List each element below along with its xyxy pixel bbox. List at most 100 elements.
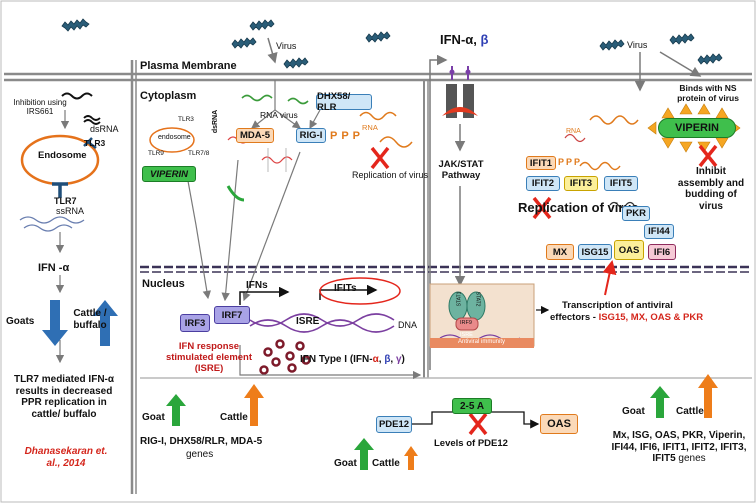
cattle-up-arrow: [698, 374, 718, 418]
goat-label: Goat: [142, 412, 165, 423]
rigi-box: RIG-I: [296, 128, 326, 143]
rna-squiggle: [261, 156, 293, 164]
viral-rna-strand: [379, 136, 413, 148]
replication-block-x: [370, 146, 390, 170]
replication-big-label: Replication of virus: [518, 200, 639, 215]
citation: Dhanasekaran et. al., 2014: [24, 446, 108, 469]
virus-icon: [61, 18, 90, 32]
stat1-label: STAT1: [456, 291, 463, 307]
tlr78-small-label: TLR7/8: [188, 150, 210, 157]
virus-icon: [669, 33, 695, 45]
ifn-secretion-arrow: [429, 54, 448, 370]
irf3-box: IRF3: [180, 314, 210, 332]
ifns-label: IFNs: [246, 280, 268, 291]
isre-label: ISRE: [296, 316, 320, 327]
ifn-receptor: [442, 66, 478, 118]
viral-rna-strand: [589, 115, 639, 125]
pkr-box: PKR: [622, 206, 650, 221]
virus-entry-arrow: [267, 37, 278, 64]
inhibit-block-x: [698, 144, 718, 168]
transcription-line2: effectors - ISG15, MX, OAS & PKR: [550, 312, 703, 323]
binds-ns-label: Binds with NS protein of virus: [677, 83, 739, 103]
virus-label: Virus: [627, 40, 648, 50]
genes-word: genes: [186, 449, 214, 460]
cattle-label: Cattle: [220, 412, 248, 423]
tlr3-receptor-left: [83, 137, 97, 149]
mda5-box: MDA-5: [236, 128, 274, 143]
ifn-type1-prefix: IFN Type I (IFN-: [300, 354, 373, 365]
inhibit-assembly-label: Inhibit assembly and budding of virus: [677, 166, 745, 212]
nucleus-membrane: [140, 265, 752, 273]
cattle-up-arrow: [244, 384, 264, 426]
rna-label: RNA: [362, 123, 378, 132]
pde12-block-x: [468, 412, 488, 436]
two-five-a-box: 2-5 A: [452, 398, 492, 414]
plasma-membrane-label: Plasma Membrane: [140, 60, 237, 72]
virus-icon: [231, 37, 257, 49]
ifn-type1-suffix: ): [401, 354, 405, 365]
ssrna-strand: [19, 216, 85, 232]
cattle-up-arrow: [404, 446, 418, 470]
goats-down-arrow: [42, 300, 68, 346]
tlr3-label: TLR3: [84, 138, 106, 148]
isre-full-label: IFN response stimulated element (ISRE): [165, 341, 253, 374]
viperin-green-arrow: [226, 185, 245, 202]
mx-box: MX: [546, 244, 574, 260]
endosome-small: [149, 127, 195, 153]
inhibition-label: Inhibition using IRS661: [13, 98, 67, 117]
transcription-prefix: effectors -: [550, 312, 599, 323]
ifn-alpha-beta-title: IFN-α, β: [440, 32, 488, 47]
goat-up-arrow: [166, 394, 186, 426]
ifi44-box: IFI44: [644, 224, 674, 239]
cattle-buffalo-label: Cattle / buffalo: [73, 308, 107, 331]
isg-genes-text: Mx, ISG, OAS, PKR, Viperin, IFI44, IFI6,…: [608, 430, 750, 465]
dsrna-squiggle: [83, 115, 101, 125]
pde12-box: PDE12: [376, 416, 412, 433]
rna-virus-label: RNA virus: [260, 110, 298, 120]
virus-icon: [365, 31, 391, 43]
to-irf-arrow: [221, 159, 239, 302]
ifn-type1-label: IFN Type I (IFN-α, β, γ): [300, 354, 405, 365]
plasma-membrane: [4, 72, 752, 82]
replication-label: Replication of virus: [352, 170, 429, 180]
viral-rna-strand: [579, 161, 621, 171]
stat-complex: [429, 283, 535, 348]
rna-label: RNA: [566, 128, 581, 135]
tlr3-small-label: TLR3: [178, 116, 194, 123]
ppp-label: PPP: [558, 157, 583, 167]
rna-to-mda5-arrow: [251, 80, 276, 129]
rna-virus-strands: [241, 94, 309, 105]
goat-up-arrow: [650, 386, 670, 418]
virus-label: Virus: [276, 41, 297, 51]
right-panel-divider: [423, 80, 429, 378]
rna-squiggle: [564, 133, 586, 143]
viral-rna-strand: [359, 111, 397, 121]
tlr7-receptor-left: [52, 182, 68, 198]
nucleus-label: Nucleus: [142, 278, 185, 290]
left-panel-divider: [130, 60, 137, 494]
isg-genes-tail: IFIT5: [652, 453, 676, 464]
dhx58-to-rigi-arrow: [309, 109, 321, 130]
ifn-type1-beads: [259, 339, 311, 375]
stat2-label: STAT2: [474, 291, 481, 307]
ppp-label: PPP: [330, 130, 365, 142]
virus-entry-arrow: [659, 51, 702, 77]
virus-icon: [697, 53, 723, 65]
levels-pde12-label: Levels of PDE12: [434, 438, 508, 449]
ifn-type1-export-arrow: [239, 345, 422, 380]
irf9-label: IRF9: [460, 320, 472, 326]
ifns-transcription-arrow: [239, 286, 290, 305]
goats-label: Goats: [6, 316, 35, 327]
dhx58-rlr-box: DHX58/ RLR: [316, 91, 372, 113]
goat-up-arrow: [354, 438, 374, 470]
ifn-type1-beta: β: [384, 354, 391, 365]
isg15-box: ISG15: [578, 244, 612, 260]
oas-box: OAS: [614, 240, 644, 260]
ifit1-box: IFIT1: [526, 156, 556, 170]
replication-block-x-right: [532, 196, 552, 220]
dna-helix: [249, 313, 395, 333]
ifn-alpha-text: IFN-α: [440, 32, 474, 47]
